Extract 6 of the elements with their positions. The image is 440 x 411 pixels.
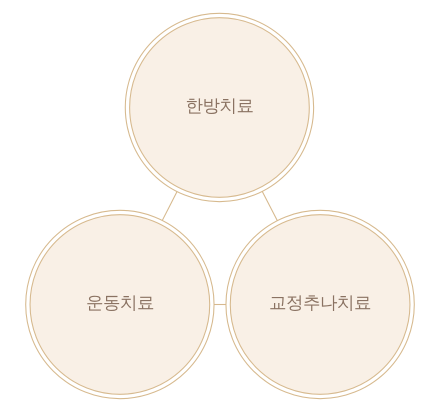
node-circle: 교정추나치료 <box>225 209 415 399</box>
connector <box>162 191 178 220</box>
node-circle: 한방치료 <box>124 12 314 202</box>
node-circle: 운동치료 <box>25 209 215 399</box>
connector <box>262 190 278 220</box>
connector <box>214 303 226 305</box>
